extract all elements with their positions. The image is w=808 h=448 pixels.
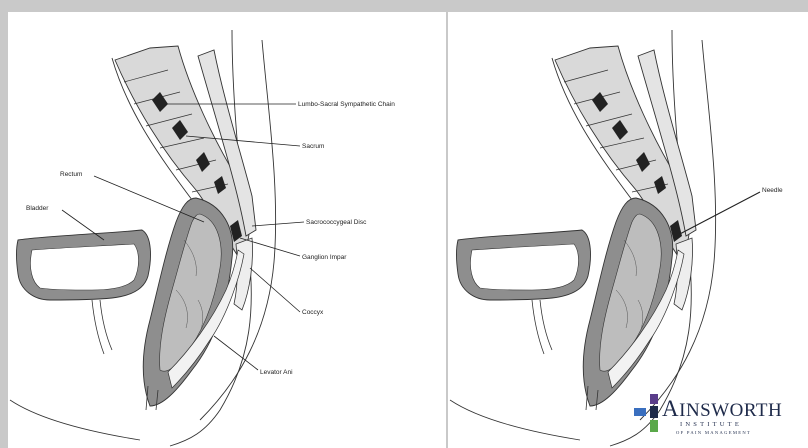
label-disc: Sacrococcygeal Disc [306, 219, 367, 226]
label-sacrum: Sacrum [302, 143, 324, 150]
logo-initial: A [662, 396, 679, 421]
logo-rest: INSWORTH [679, 400, 782, 421]
label-ganglion: Ganglion Impar [302, 254, 347, 261]
logo-line3: OF PAIN MANAGEMENT [676, 430, 751, 435]
logo-wordmark: AINSWORTH [662, 396, 782, 421]
label-bladder: Bladder [26, 205, 49, 212]
label-needle: Needle [762, 187, 783, 194]
logo-square-blue [634, 408, 646, 416]
logo-square-green [650, 420, 658, 432]
ainsworth-logo: AINSWORTH INSTITUTE OF PAIN MANAGEMENT [634, 394, 782, 435]
label-rectum: Rectum [60, 171, 82, 178]
logo-square-purple [650, 394, 658, 404]
label-levator: Levator Ani [260, 369, 293, 376]
logo-line2: INSTITUTE [680, 421, 742, 428]
label-chain: Lumbo-Sacral Sympathetic Chain [298, 101, 395, 108]
label-coccyx: Coccyx [302, 309, 324, 316]
right-anatomy-drawing [450, 30, 716, 446]
logo-square-navy [650, 406, 658, 418]
left-anatomy-drawing [10, 30, 276, 446]
